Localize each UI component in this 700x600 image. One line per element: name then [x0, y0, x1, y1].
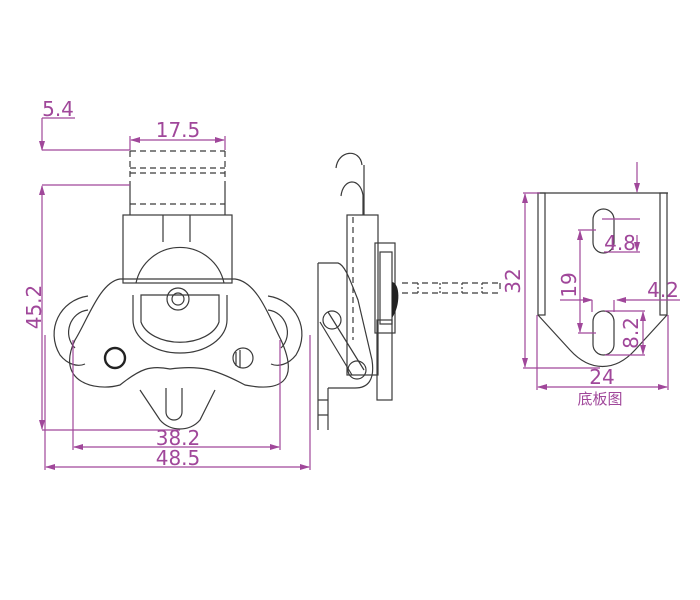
front-view-latch — [53, 150, 303, 430]
dim-45-2: 45.2 — [22, 285, 46, 330]
base-plate-caption: 底板图 — [577, 390, 622, 408]
dim-8-2: 8.2 — [619, 317, 643, 349]
base-plate-dimensions — [522, 162, 680, 390]
dim-19: 19 — [557, 272, 581, 297]
dim-17-5: 17.5 — [156, 118, 201, 142]
dim-5-4: 5.4 — [42, 97, 74, 121]
dim-38-2: 38.2 — [156, 426, 201, 450]
dim-24: 24 — [589, 365, 614, 389]
front-view-dimensions — [39, 117, 311, 470]
dim-48-5: 48.5 — [156, 446, 201, 470]
dim-4-8: 4.8 — [604, 231, 636, 255]
base-plate-drawing — [537, 192, 668, 368]
dim-32: 32 — [501, 268, 525, 293]
side-view-latch — [317, 152, 501, 430]
dim-4-2: 4.2 — [647, 278, 679, 302]
